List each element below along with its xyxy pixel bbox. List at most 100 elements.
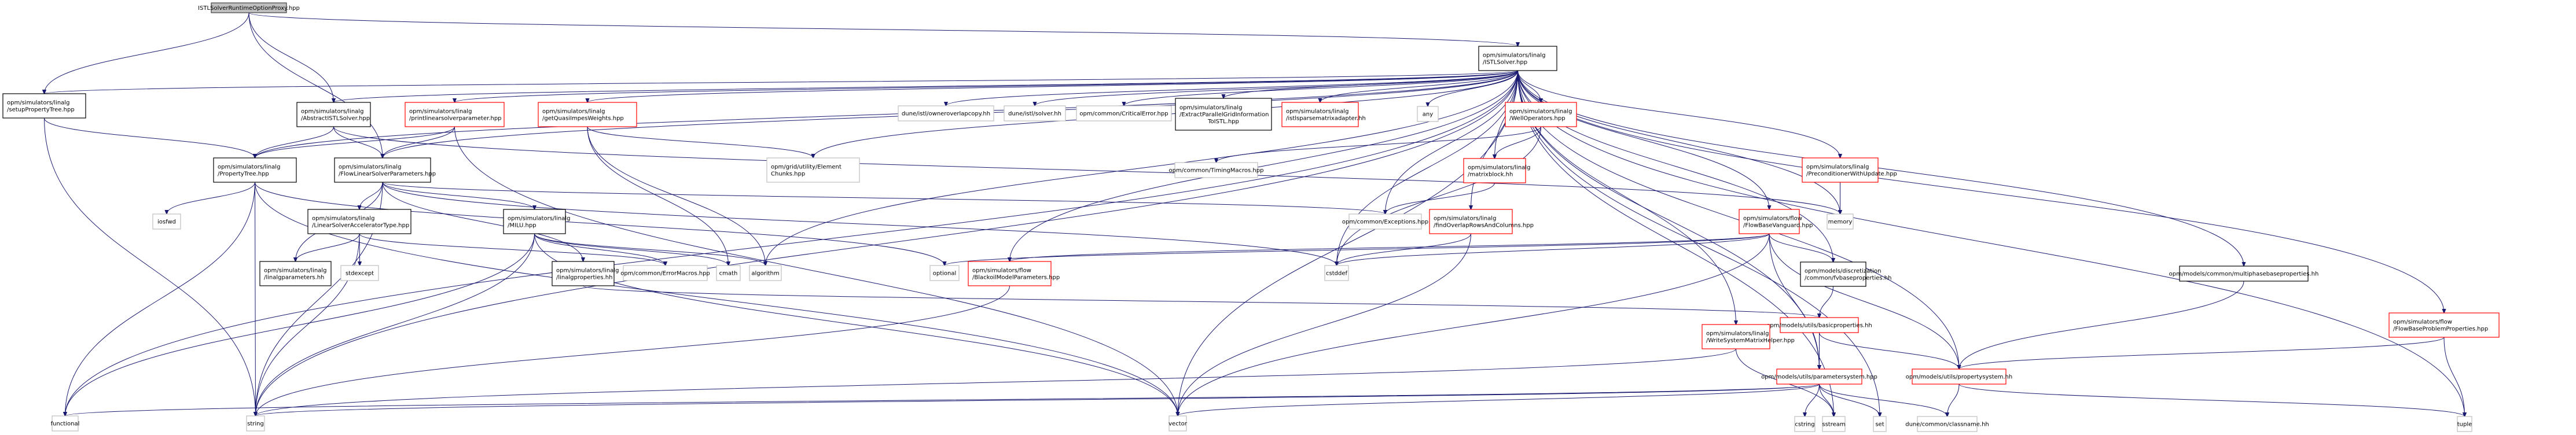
edge-flowlinear-to-linalgprops xyxy=(382,182,583,261)
node-linalgparams[interactable]: opm/simulators/linalg/linalgparameters.h… xyxy=(259,261,332,286)
node-multiphase[interactable]: opm/models/common/multiphasebaseproperti… xyxy=(2169,266,2319,282)
node-label: opm/simulators/linalg xyxy=(1434,216,1496,222)
edge-flowproblemprops-to-tuple xyxy=(2443,337,2465,416)
node-box xyxy=(1417,106,1439,122)
node-label: opm/simulators/linalg xyxy=(1179,105,1242,111)
node-label: /BlackoilModelParameters.hpp xyxy=(972,275,1060,281)
node-label: /matrixblock.hh xyxy=(1468,172,1513,178)
node-box xyxy=(1429,209,1513,234)
edge-istlsolver-to-printlinear xyxy=(455,70,1518,102)
node-paramsystem[interactable]: opm/models/utils/parametersystem.hpp xyxy=(1761,368,1877,385)
node-getquasi[interactable]: opm/simulators/linalg/getQuasiImpesWeigh… xyxy=(538,102,637,127)
node-istlsolver[interactable]: opm/simulators/linalg/ISTLSolver.hpp xyxy=(1478,46,1557,71)
edge-istlsolver-to-criticalerror xyxy=(1124,70,1518,106)
node-box xyxy=(246,415,265,432)
node-cmath: cmath xyxy=(716,265,741,281)
node-linalgprops[interactable]: opm/simulators/linalg/linalgproperties.h… xyxy=(552,261,619,286)
edge-fvbaseprops-to-basicprops xyxy=(1820,286,1833,318)
node-extractparallel[interactable]: opm/simulators/linalg/ExtractParallelGri… xyxy=(1175,98,1272,131)
node-linearaccel[interactable]: opm/simulators/linalg/LinearSolverAccele… xyxy=(307,209,411,234)
edge-istlsolver-to-any xyxy=(1428,70,1518,106)
edge-istlsolver-to-multiphase xyxy=(1517,70,2244,266)
node-precondupdate[interactable]: opm/simulators/linalg/PreconditionerWith… xyxy=(1802,157,1897,183)
node-set: set xyxy=(1873,416,1887,432)
node-box xyxy=(1076,105,1172,121)
edge-paramsystem-to-cstring xyxy=(1805,384,1820,416)
node-label: /FlowBaseVanguard.hpp xyxy=(1743,223,1813,229)
node-flowproblemprops[interactable]: opm/simulators/flow/FlowBaseProblemPrope… xyxy=(2388,312,2500,338)
edge-paramsystem-to-classname xyxy=(1819,384,1947,416)
node-flowlinear[interactable]: opm/simulators/linalg/FlowLinearSolverPa… xyxy=(334,157,436,183)
node-basicprops[interactable]: opm/models/utils/basicproperties.hh xyxy=(1766,317,1872,333)
node-box xyxy=(1794,416,1816,432)
edge-linalgprops-to-basicprops xyxy=(583,285,1820,318)
edge-istlsolver-to-precondupdate xyxy=(1517,70,1840,158)
node-writesysmat[interactable]: opm/simulators/linalg/WriteSystemMatrixH… xyxy=(1702,324,1795,349)
node-label: /setupPropertyTree.hpp xyxy=(7,107,75,113)
node-box xyxy=(552,261,615,286)
edge-matrixblock-to-exceptions xyxy=(1386,182,1495,214)
node-box xyxy=(929,265,960,281)
node-timingmacros: opm/common/TimingMacros.hpp xyxy=(1169,162,1263,178)
node-fvbaseprops[interactable]: opm/models/discretization/common/fvbasep… xyxy=(1800,261,1891,287)
edge-istlsolver-to-functional xyxy=(65,70,1518,416)
node-propsystem[interactable]: opm/models/utils/propertysystem.hh xyxy=(1906,368,2013,385)
node-label: /linalgparameters.hh xyxy=(264,275,324,281)
node-milu[interactable]: opm/simulators/linalg/MILU.hpp xyxy=(503,209,570,234)
node-label: opm/simulators/linalg xyxy=(1286,109,1348,115)
node-label: /FlowLinearSolverParameters.hpp xyxy=(339,171,436,178)
node-welloperators[interactable]: opm/simulators/linalg/WellOperators.hpp xyxy=(1505,102,1577,127)
edge-istlsolver-to-tuple xyxy=(1517,70,2465,416)
node-printlinear[interactable]: opm/simulators/linalg/printlinearsolverp… xyxy=(405,102,505,127)
node-blackoilparams[interactable]: opm/simulators/flow/BlackoilModelParamet… xyxy=(968,261,1060,286)
node-label: opm/simulators/flow xyxy=(2393,319,2452,326)
edge-istlsolver-to-propsystem xyxy=(1517,70,1960,369)
edge-flowlinear-to-milu xyxy=(382,182,535,209)
node-box xyxy=(1822,416,1846,432)
node-label: /PropertyTree.hpp xyxy=(218,171,269,178)
node-flowvanguard[interactable]: opm/simulators/flow/FlowBaseVanguard.hpp xyxy=(1739,209,1813,234)
node-label: opm/simulators/linalg xyxy=(542,109,605,115)
edge-multiphase-to-propsystem xyxy=(1959,281,2244,369)
edge-paramsystem-to-sstream xyxy=(1819,384,1834,416)
node-proptree[interactable]: opm/simulators/linalg/PropertyTree.hpp xyxy=(213,157,297,183)
node-box xyxy=(2388,312,2500,338)
node-matrixblock[interactable]: opm/simulators/linalg/matrixblock.hh xyxy=(1463,158,1530,183)
edge-linearaccel-to-errormacros xyxy=(359,233,666,266)
edge-findoverlap-to-cstddef xyxy=(1337,233,1471,266)
node-label: opm/simulators/linalg xyxy=(556,268,619,274)
node-label: opm/simulators/flow xyxy=(1743,216,1802,222)
node-setupproptree[interactable]: opm/simulators/linalg/setupPropertyTree.… xyxy=(2,93,86,119)
node-label: opm/simulators/linalg xyxy=(339,164,401,171)
node-box xyxy=(538,102,637,127)
node-stdexcept: stdexcept xyxy=(340,265,379,281)
node-box xyxy=(898,105,994,121)
node-box xyxy=(1348,213,1422,230)
edge-flowvanguard-to-optional xyxy=(945,233,1770,266)
node-findoverlap[interactable]: opm/simulators/linalg/findOverlapRowsAnd… xyxy=(1429,209,1534,234)
node-label: opm/grid/utility/Element xyxy=(771,164,841,171)
edge-root-to-flowlinear xyxy=(248,12,383,158)
edge-istlsolver-to-istlsparse xyxy=(1320,70,1518,102)
edge-blackoilparams-to-string xyxy=(256,285,1010,416)
node-label: opm/simulators/linalg xyxy=(218,164,280,171)
node-label: /printlinearsolverparameter.hpp xyxy=(409,116,502,122)
node-label: /WellOperators.hpp xyxy=(1509,116,1566,122)
node-label: dune/common/classname.hh xyxy=(1905,422,1989,428)
node-any: any xyxy=(1417,106,1439,122)
edge-istlsolver-to-extractparallel xyxy=(1223,70,1518,98)
node-label: opm/simulators/linalg xyxy=(312,216,374,222)
node-root[interactable]: ISTLSolverRuntimeOptionProxy.hpp xyxy=(198,2,300,13)
node-box xyxy=(152,213,181,230)
edge-istlsolver-to-setupproptree xyxy=(45,70,1518,94)
node-label: /findOverlapRowsAndColumns.hpp xyxy=(1434,223,1534,229)
node-label: dune/istl/solver.hh xyxy=(1008,111,1061,117)
node-label: stdexcept xyxy=(346,271,374,277)
edge-getquasi-to-algorithm xyxy=(587,126,766,266)
edge-printlinear-to-flowlinear xyxy=(383,126,455,158)
node-istlsparse[interactable]: opm/simulators/linalg/istlsparsematrixad… xyxy=(1281,102,1366,127)
node-label: any xyxy=(1423,112,1433,118)
node-abstractistl[interactable]: opm/simulators/linalg/AbstractISTLSolver… xyxy=(296,102,371,127)
node-errormacros: opm/common/ErrorMacros.hpp xyxy=(620,265,710,281)
